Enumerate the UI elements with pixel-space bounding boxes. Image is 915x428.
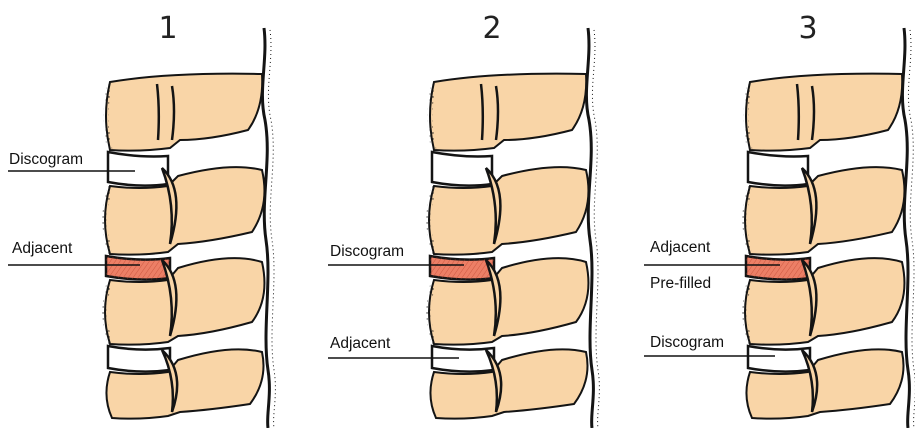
ligament-stipple (592, 30, 599, 428)
panel-number: 2 (482, 11, 501, 46)
panel-number: 3 (798, 11, 817, 46)
panel-1: 1 Disco (8, 11, 275, 428)
callout-label: Adjacent (12, 240, 73, 257)
upper-disc (108, 152, 168, 186)
lower-disc (108, 346, 170, 372)
upper-disc (432, 152, 492, 186)
callout-label: Pre-filled (650, 275, 711, 292)
ligament-stipple (908, 30, 915, 428)
callout-label: Discogram (9, 151, 83, 168)
vertebra (746, 74, 902, 151)
callout-label: Discogram (330, 243, 404, 260)
panel-3: 3 Adjacent Pre-filled Discogr (644, 11, 915, 428)
callout-label: Adjacent (650, 239, 711, 256)
panel-2: 2 Discogram Adjacent (328, 11, 599, 428)
callout-label: Adjacent (330, 335, 391, 352)
upper-disc (748, 152, 808, 186)
lower-disc (432, 346, 494, 372)
panel-number: 1 (158, 11, 177, 46)
ligament-stipple (268, 30, 275, 428)
callout-label: Discogram (650, 334, 724, 351)
lower-disc (748, 346, 810, 372)
vertebra (430, 74, 586, 151)
vertebra (106, 74, 262, 151)
